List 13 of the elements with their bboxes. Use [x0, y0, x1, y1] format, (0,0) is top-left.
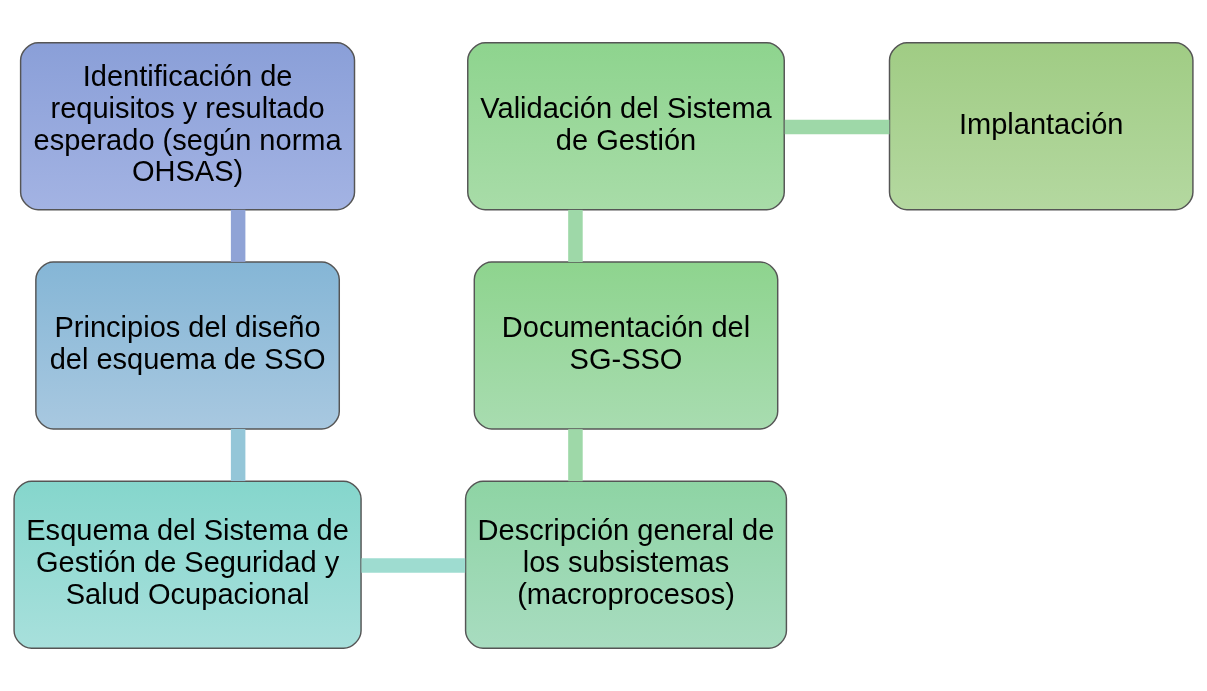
connector: [230, 209, 246, 262]
connector: [568, 209, 583, 262]
node-box: Esquema del Sistema de Gestión de Seguridad y Salud Ocupacional: [13, 480, 362, 649]
node-box: Implantación: [888, 42, 1194, 211]
connector: [568, 429, 583, 482]
node-box: Principios del diseño del esquema de SSO: [35, 261, 340, 430]
connector: [361, 558, 466, 573]
node-box: Validación del Sistema de Gestión: [467, 42, 785, 211]
connector: [784, 119, 890, 135]
node-box: Documentación del SG-SSO: [473, 261, 779, 430]
connector: [230, 429, 246, 482]
node-box: Identificación de requisitos y resultado esperado (según norma OHSAS): [19, 42, 356, 211]
node-box: Descripción general de los subsistemas (macroprocesos): [464, 480, 788, 649]
